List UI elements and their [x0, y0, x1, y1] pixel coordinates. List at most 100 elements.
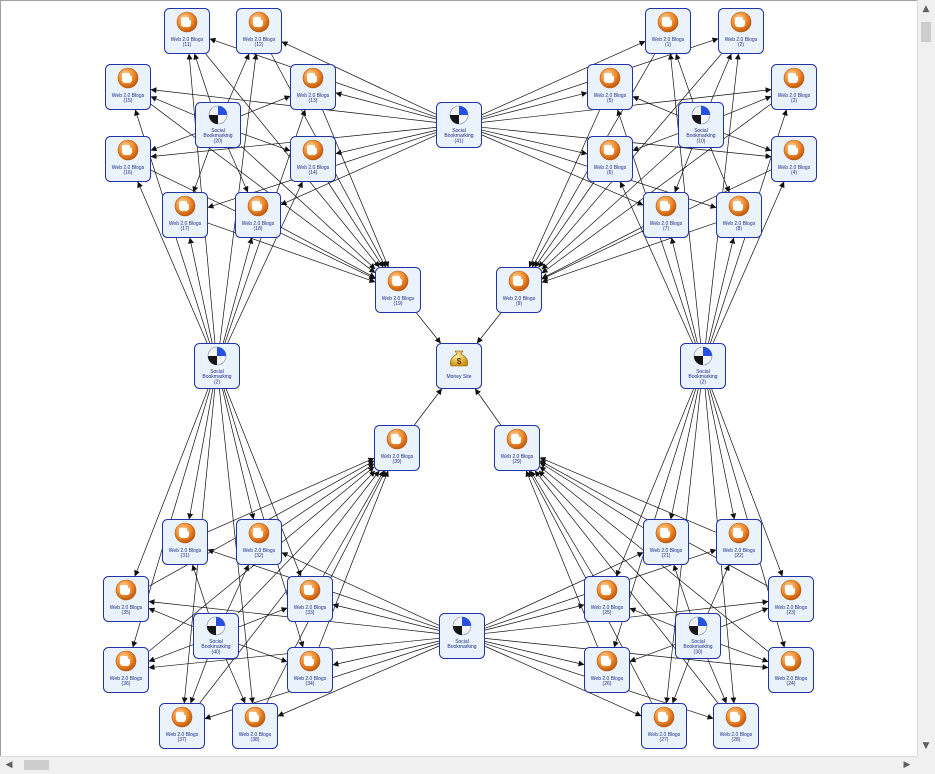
node-label: Web 2.0 Blogs	[725, 37, 758, 43]
edge-arrow	[281, 41, 437, 115]
node-frame	[678, 102, 724, 148]
node-tr-b8[interactable]: Web 2.0 Blogs(8)	[716, 192, 762, 238]
node-tl-b15[interactable]: Web 2.0 Blogs(15)	[105, 64, 151, 110]
scroll-right-icon[interactable]: ▶	[903, 760, 911, 770]
node-bl-t1[interactable]: Web 2.0 Blogs(39)	[374, 425, 420, 471]
edge-arrow	[538, 470, 677, 614]
blogger-icon	[506, 428, 528, 450]
scroll-up-icon[interactable]: ▲	[922, 4, 930, 14]
horizontal-scrollbar[interactable]: ◀ ▶	[0, 756, 917, 774]
edge-arrow	[707, 564, 730, 614]
node-tl-b18[interactable]: Web 2.0 Blogs(18)	[235, 192, 281, 238]
edge-arrow	[281, 552, 440, 626]
node-label: Web 2.0 Blogs	[110, 605, 143, 611]
node-br-b22[interactable]: Web 2.0 Blogs(22)	[716, 519, 762, 565]
node-money[interactable]: $Money Site	[436, 343, 482, 389]
node-label: Bookmarking	[202, 374, 231, 380]
node-br-b21[interactable]: Web 2.0 Blogs(21)	[643, 519, 689, 565]
node-frame	[195, 102, 241, 148]
node-tr-t1[interactable]: Web 2.0 Blogs(9)	[496, 267, 542, 313]
node-br-b26[interactable]: Web 2.0 Blogs(26)	[584, 647, 630, 693]
node-bl-b33[interactable]: Web 2.0 Blogs(33)	[287, 576, 333, 622]
blogger-icon	[599, 67, 621, 89]
horizontal-scroll-thumb[interactable]	[24, 760, 49, 770]
node-label: (11)	[183, 42, 192, 48]
edge-arrow	[322, 470, 385, 577]
node-label: (24)	[787, 681, 796, 687]
edge-arrow	[227, 181, 303, 344]
edge-arrow	[281, 463, 375, 527]
edge-arrow	[671, 658, 690, 704]
blogger-icon	[244, 706, 266, 728]
node-tr-b2b[interactable]: Web 2.0 Blogs(2)	[771, 64, 817, 110]
edge-arrow	[541, 145, 679, 270]
vertical-scroll-thumb[interactable]	[921, 22, 931, 42]
node-br-t1[interactable]: Web 2.0 Blogs(29)	[494, 425, 540, 471]
node-label: Web 2.0 Blogs	[778, 165, 811, 171]
scroll-left-icon[interactable]: ◀	[5, 760, 13, 770]
node-bl-b37[interactable]: Web 2.0 Blogs(37)	[159, 703, 205, 749]
blogger-icon	[657, 11, 679, 33]
node-label: (37)	[178, 737, 187, 743]
node-tl-b14[interactable]: Web 2.0 Blogs(14)	[290, 136, 336, 182]
node-tr-b2[interactable]: Web 2.0 Blogs(2)	[718, 8, 764, 54]
node-label: Web 2.0 Blogs	[652, 37, 685, 43]
node-label: Social	[455, 639, 469, 645]
node-label: Web 2.0 Blogs	[723, 221, 756, 227]
blogger-icon	[248, 11, 270, 33]
edge-arrow	[484, 645, 642, 717]
node-label: Web 2.0 Blogs	[166, 732, 199, 738]
node-tl-b12[interactable]: Web 2.0 Blogs(12)	[236, 8, 282, 54]
node-tr-b4[interactable]: Web 2.0 Blogs(4)	[771, 136, 817, 182]
node-label: Bookmarking	[444, 133, 473, 139]
node-bl-b31[interactable]: Web 2.0 Blogs(31)	[162, 519, 208, 565]
node-tl-b11[interactable]: Web 2.0 Blogs(11)	[164, 8, 210, 54]
node-tl-b13[interactable]: Web 2.0 Blogs(13)	[290, 64, 336, 110]
node-bl-b32[interactable]: Web 2.0 Blogs(32)	[236, 519, 282, 565]
edge-arrow	[332, 640, 440, 667]
node-label: Social	[691, 639, 705, 645]
edge-arrow	[710, 53, 732, 103]
node-br-b23[interactable]: Web 2.0 Blogs(23)	[768, 576, 814, 622]
node-bl-b36[interactable]: Web 2.0 Blogs(36)	[103, 647, 149, 693]
node-br-b28[interactable]: Web 2.0 Blogs(28)	[713, 703, 759, 749]
node-tr-b6[interactable]: Web 2.0 Blogs(6)	[587, 136, 633, 182]
node-br-b24[interactable]: Web 2.0 Blogs(24)	[768, 647, 814, 693]
blogger-icon	[176, 11, 198, 33]
scroll-down-icon[interactable]: ▼	[922, 741, 930, 751]
node-bl-b38[interactable]: Web 2.0 Blogs(38)	[232, 703, 278, 749]
node-label: (30)	[694, 649, 703, 655]
node-frame	[194, 343, 240, 389]
node-label: Web 2.0 Blogs	[775, 605, 808, 611]
node-bl-b34[interactable]: Web 2.0 Blogs(34)	[287, 647, 333, 693]
node-tl-b16[interactable]: Web 2.0 Blogs(16)	[105, 136, 151, 182]
node-bl-b35[interactable]: Web 2.0 Blogs(35)	[103, 576, 149, 622]
node-tr-b1[interactable]: Web 2.0 Blogs(1)	[645, 8, 691, 54]
blogger-icon	[730, 11, 752, 33]
vertical-scrollbar[interactable]: ▲ ▼	[917, 0, 935, 756]
node-br-b25[interactable]: Web 2.0 Blogs(25)	[584, 576, 630, 622]
node-label: (2)	[791, 98, 797, 104]
edge-arrow	[191, 564, 209, 614]
edge-arrow	[327, 181, 384, 268]
node-label: Bookmarking	[686, 133, 715, 139]
edge-arrow	[207, 457, 375, 533]
node-tr-b7[interactable]: Web 2.0 Blogs(7)	[643, 192, 689, 238]
node-br-b27[interactable]: Web 2.0 Blogs(27)	[641, 703, 687, 749]
edge-arrow	[222, 388, 256, 520]
edge-arrow	[189, 658, 208, 704]
node-frame	[439, 613, 485, 659]
node-label: Bookmarking	[447, 644, 476, 650]
node-tl-b17[interactable]: Web 2.0 Blogs(17)	[162, 192, 208, 238]
node-tl-t1[interactable]: Web 2.0 Blogs(19)	[375, 267, 421, 313]
node-tr-b5[interactable]: Web 2.0 Blogs(5)	[587, 64, 633, 110]
